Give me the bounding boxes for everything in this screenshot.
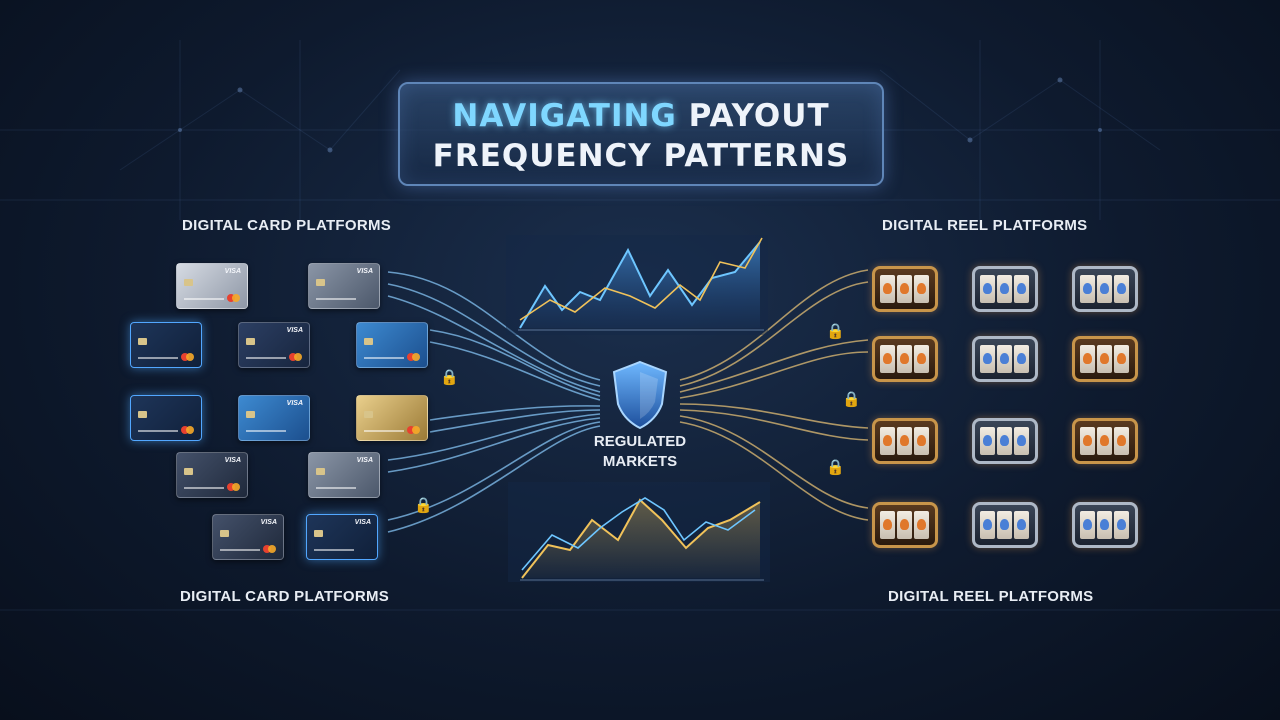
slot-machine-icon [972, 336, 1038, 382]
slot-machine-icon [972, 266, 1038, 312]
title-word-payout: PAYOUT [688, 98, 830, 134]
credit-card-icon: VISA [306, 514, 378, 560]
title-accent-word: NAVIGATING [452, 98, 677, 134]
credit-card-icon: VISA [238, 322, 310, 368]
title-line-1: NAVIGATING PAYOUT [400, 96, 882, 136]
credit-card-icon: VISA [212, 514, 284, 560]
credit-card-icon [130, 322, 202, 368]
shield-icon [612, 360, 668, 430]
slot-machine-icon [1072, 418, 1138, 464]
credit-card-icon [356, 322, 428, 368]
credit-card-icon: VISA [308, 263, 380, 309]
slot-machine-icon [1072, 336, 1138, 382]
credit-card-icon: VISA [176, 263, 248, 309]
center-label-line-2: MARKETS [602, 453, 678, 470]
title-banner: NAVIGATING PAYOUT FREQUENCY PATTERNS [398, 82, 884, 186]
credit-card-icon: VISA [308, 452, 380, 498]
slot-machine-icon [1072, 266, 1138, 312]
lock-icon: 🔒 [826, 323, 845, 340]
slot-machine-icon [972, 418, 1038, 464]
slot-machine-icon [872, 418, 938, 464]
slot-machine-icon [872, 266, 938, 312]
slot-machine-icon [872, 502, 938, 548]
top-trend-chart [506, 235, 768, 335]
lock-icon: 🔒 [842, 391, 861, 408]
reel-flow-lines [679, 269, 869, 521]
label-top-left: DIGITAL CARD PLATFORMS [182, 217, 392, 234]
label-top-right: DIGITAL REEL PLATFORMS [882, 217, 1088, 234]
title-line-2: FREQUENCY PATTERNS [432, 138, 850, 174]
slot-machine-icon [872, 336, 938, 382]
credit-card-icon: VISA [176, 452, 248, 498]
bottom-trend-chart [508, 482, 770, 582]
lock-icon: 🔒 [414, 497, 433, 514]
card-flow-lines [387, 271, 601, 533]
label-bottom-right: DIGITAL REEL PLATFORMS [888, 588, 1094, 605]
lock-icon: 🔒 [440, 369, 459, 386]
slot-machine-icon [972, 502, 1038, 548]
credit-card-icon: VISA [238, 395, 310, 441]
credit-card-icon [356, 395, 428, 441]
regulated-markets-label: REGULATED MARKETS [570, 432, 710, 472]
slot-machine-icon [1072, 502, 1138, 548]
label-bottom-left: DIGITAL CARD PLATFORMS [180, 588, 390, 605]
lock-icon: 🔒 [826, 459, 845, 476]
center-label-line-1: REGULATED [593, 433, 687, 450]
credit-card-icon [130, 395, 202, 441]
